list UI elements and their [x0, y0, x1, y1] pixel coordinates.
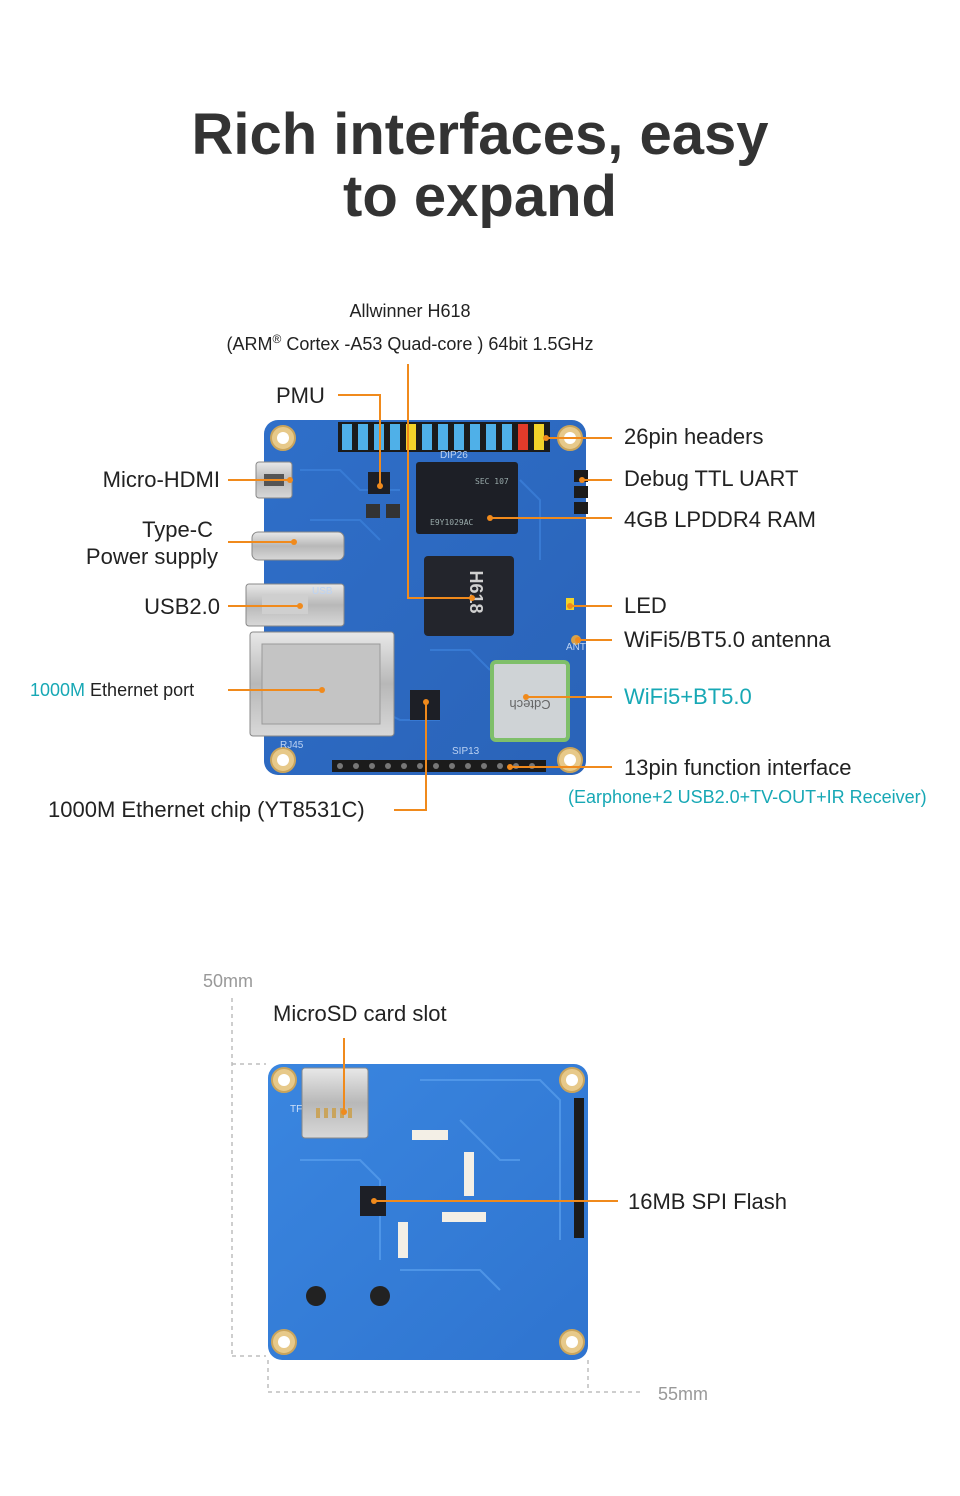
soc-silk: H618 — [466, 570, 486, 613]
soc-desc-suffix: Cortex -A53 Quad-core ) 64bit 1.5GHz — [281, 334, 594, 354]
ethernet-port-text: Ethernet port — [85, 680, 195, 700]
header-13pin — [332, 760, 546, 772]
dim-height-label: 50mm — [203, 971, 254, 991]
soc-name-label: Allwinner H618 — [349, 301, 471, 321]
svg-text:E9Y1029AC: E9Y1029AC — [430, 518, 474, 527]
silk-rj45: RJ45 — [280, 740, 304, 751]
ethernet-port-label: 1000M Ethernet port — [30, 679, 194, 701]
silk-sip13: SIP13 — [452, 746, 480, 757]
ethernet-port-speed: 1000M — [30, 680, 86, 700]
title-line-2: to expand — [343, 164, 617, 229]
typec-label-line1: Type-C — [142, 517, 213, 542]
led-label: LED — [624, 593, 667, 618]
typec-label-line2: Power supply — [85, 544, 218, 569]
antenna-label: WiFi5/BT5.0 antenna — [624, 627, 831, 652]
headers-label: 26pin headers — [624, 424, 764, 449]
microsd-slot — [301, 1067, 369, 1139]
wifi-module-silk: Cdtech — [509, 697, 550, 712]
soc-desc-prefix: (ARM — [226, 334, 273, 354]
soc-desc-label: (ARM® Cortex -A53 Quad-core ) 64bit 1.5G… — [180, 328, 640, 355]
wifi-label: WiFi5+BT5.0 — [624, 684, 752, 709]
dimension-lines — [231, 998, 640, 1393]
soc-chip — [424, 556, 514, 636]
dim-width-label: 55mm — [658, 1384, 709, 1404]
typec-port — [251, 531, 345, 561]
silk-usb: USB — [312, 586, 333, 597]
ram-label: 4GB LPDDR4 RAM — [624, 507, 816, 532]
svg-text:SEC 107: SEC 107 — [475, 477, 509, 486]
pmu-label: PMU — [276, 383, 325, 408]
top-callouts — [228, 364, 612, 811]
silk-ant: ANT — [566, 642, 586, 653]
ethernet-chip-label: 1000M Ethernet chip (YT8531C) — [48, 797, 365, 822]
usb-label: USB2.0 — [144, 594, 220, 619]
micro-hdmi-label: Micro-HDMI — [102, 467, 220, 492]
ram-chip — [416, 462, 518, 534]
uart-label: Debug TTL UART — [624, 466, 799, 491]
spi-flash-label: 16MB SPI Flash — [628, 1189, 787, 1214]
title-line-1: Rich interfaces, easy — [191, 102, 769, 167]
header-26pin — [338, 422, 550, 452]
func-interface-detail: (Earphone+2 USB2.0+TV-OUT+IR Receiver) — [568, 787, 927, 807]
func-interface-label: 13pin function interface — [624, 755, 852, 780]
soc-desc-reg: ® — [272, 332, 282, 346]
silk-tf: TF — [290, 1104, 302, 1115]
bottom-board: TF — [268, 1064, 588, 1360]
wifi-module — [490, 660, 570, 742]
page-title: Rich interfaces, easy to expand — [0, 104, 960, 228]
silk-dip: DIP26 — [440, 450, 468, 461]
bottom-callouts — [343, 1038, 618, 1202]
microsd-label: MicroSD card slot — [273, 1001, 447, 1026]
